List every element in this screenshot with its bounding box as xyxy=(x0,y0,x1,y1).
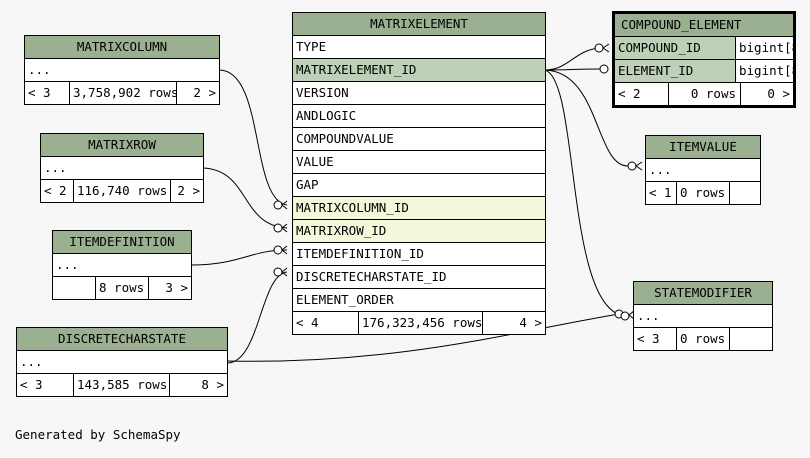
column-version[interactable]: VERSION xyxy=(293,82,545,105)
table-footer: < 3 143,585 rows 8 > xyxy=(17,374,227,396)
children-count[interactable]: 4 > xyxy=(519,315,542,330)
crowfoot-marker xyxy=(273,267,283,277)
edge-discretecharstate xyxy=(226,271,288,364)
row-count: 0 rows xyxy=(677,328,730,350)
table-footer: 8 rows 3 > xyxy=(53,277,191,299)
column-itemdefinition-id[interactable]: ITEMDEFINITION_ID xyxy=(293,243,545,266)
edge-element-id xyxy=(544,68,604,71)
edge-matrixcolumn xyxy=(218,69,288,206)
edge-compound-id xyxy=(544,47,604,71)
children-count[interactable]: 2 > xyxy=(177,183,200,198)
columns-ellipsis: ... xyxy=(25,59,219,82)
crowfoot-marker xyxy=(599,64,609,74)
column-type: bigint[8] xyxy=(736,60,793,82)
crowfoot-marker xyxy=(273,245,283,255)
edge-statemodifier xyxy=(544,69,626,317)
table-title[interactable]: COMPOUND_ELEMENT xyxy=(615,14,793,37)
row-count: 116,740 rows xyxy=(74,180,171,202)
table-footer: < 1 0 rows xyxy=(646,182,760,204)
table-matrixrow[interactable]: MATRIXROW ... < 2 116,740 rows 2 > xyxy=(40,133,204,203)
parents-count[interactable]: < 2 xyxy=(41,180,74,202)
column-discretecharstate-id[interactable]: DISCRETECHARSTATE_ID xyxy=(293,266,545,289)
table-title[interactable]: STATEMODIFIER xyxy=(634,282,772,305)
crowfoot-marker xyxy=(594,43,604,53)
table-footer: < 2 0 rows 0 > xyxy=(615,83,793,105)
columns-ellipsis: ... xyxy=(646,159,760,182)
crowfoot-marker xyxy=(620,311,630,321)
columns-ellipsis: ... xyxy=(41,157,203,180)
column-name: ELEMENT_ID xyxy=(615,60,736,82)
children-count[interactable]: 0 > xyxy=(767,86,790,101)
row-count: 8 rows xyxy=(96,277,149,299)
column-element-id[interactable]: ELEMENT_ID bigint[8] xyxy=(615,60,793,83)
edge-itemdefinition xyxy=(190,249,288,266)
table-footer: < 2 116,740 rows 2 > xyxy=(41,180,203,202)
table-title[interactable]: MATRIXROW xyxy=(41,134,203,157)
table-title[interactable]: MATRIXELEMENT xyxy=(293,13,545,36)
table-title[interactable]: ITEMVALUE xyxy=(646,136,760,159)
table-title[interactable]: ITEMDEFINITION xyxy=(53,231,191,254)
generated-by-text: Generated by SchemaSpy xyxy=(15,427,181,442)
column-value[interactable]: VALUE xyxy=(293,151,545,174)
row-count: 176,323,456 rows xyxy=(359,312,483,334)
table-footer: < 3 0 rows xyxy=(634,328,772,350)
table-compound-element[interactable]: COMPOUND_ELEMENT COMPOUND_ID bigint[8] E… xyxy=(612,11,796,108)
edge-matrixrow xyxy=(202,167,288,229)
column-matrixcolumn-id[interactable]: MATRIXCOLUMN_ID xyxy=(293,197,545,220)
children-count[interactable]: 8 > xyxy=(201,377,224,392)
table-title[interactable]: MATRIXCOLUMN xyxy=(25,36,219,59)
column-andlogic[interactable]: ANDLOGIC xyxy=(293,105,545,128)
table-itemdefinition[interactable]: ITEMDEFINITION ... 8 rows 3 > xyxy=(52,230,192,300)
columns-ellipsis: ... xyxy=(17,351,227,374)
children-count xyxy=(730,328,772,350)
column-compoundvalue[interactable]: COMPOUNDVALUE xyxy=(293,128,545,151)
parents-count[interactable]: < 1 xyxy=(646,182,677,204)
table-discretecharstate[interactable]: DISCRETECHARSTATE ... < 3 143,585 rows 8… xyxy=(16,327,228,397)
column-gap[interactable]: GAP xyxy=(293,174,545,197)
parents-count[interactable]: < 4 xyxy=(293,312,359,334)
column-type: bigint[8] xyxy=(736,37,793,59)
parents-count[interactable]: < 3 xyxy=(17,374,74,396)
column-name: COMPOUND_ID xyxy=(615,37,736,59)
edge-discretecharstate-statemodifier xyxy=(226,312,626,362)
row-count: 0 rows xyxy=(677,182,730,204)
parents-count[interactable]: < 3 xyxy=(634,328,677,350)
table-itemvalue[interactable]: ITEMVALUE ... < 1 0 rows xyxy=(645,135,761,205)
edge-itemvalue xyxy=(544,69,629,167)
column-matrixrow-id[interactable]: MATRIXROW_ID xyxy=(293,220,545,243)
crowfoot-marker xyxy=(273,223,283,233)
column-compound-id[interactable]: COMPOUND_ID bigint[8] xyxy=(615,37,793,60)
table-matrixcolumn[interactable]: MATRIXCOLUMN ... < 3 3,758,902 rows 2 > xyxy=(24,35,220,105)
column-matrixelement-id[interactable]: MATRIXELEMENT_ID xyxy=(293,59,545,82)
table-title[interactable]: DISCRETECHARSTATE xyxy=(17,328,227,351)
children-count[interactable]: 2 > xyxy=(193,85,216,100)
columns-ellipsis: ... xyxy=(634,305,772,328)
row-count: 143,585 rows xyxy=(74,374,170,396)
column-type[interactable]: TYPE xyxy=(293,36,545,59)
children-count[interactable]: 3 > xyxy=(165,280,188,295)
row-count: 3,758,902 rows xyxy=(70,82,177,104)
parents-count[interactable]: < 2 xyxy=(615,83,669,105)
crowfoot-marker xyxy=(273,200,283,210)
crowfoot-marker xyxy=(627,161,637,171)
table-statemodifier[interactable]: STATEMODIFIER ... < 3 0 rows xyxy=(633,281,773,351)
table-footer: < 3 3,758,902 rows 2 > xyxy=(25,82,219,104)
parents-count[interactable]: < 3 xyxy=(25,82,70,104)
columns-ellipsis: ... xyxy=(53,254,191,277)
table-matrixelement[interactable]: MATRIXELEMENT TYPE MATRIXELEMENT_ID VERS… xyxy=(292,12,546,335)
parents-count[interactable] xyxy=(53,277,96,299)
row-count: 0 rows xyxy=(669,83,741,105)
table-footer: < 4 176,323,456 rows 4 > xyxy=(293,312,545,334)
children-count xyxy=(730,182,760,204)
column-element-order[interactable]: ELEMENT_ORDER xyxy=(293,289,545,312)
